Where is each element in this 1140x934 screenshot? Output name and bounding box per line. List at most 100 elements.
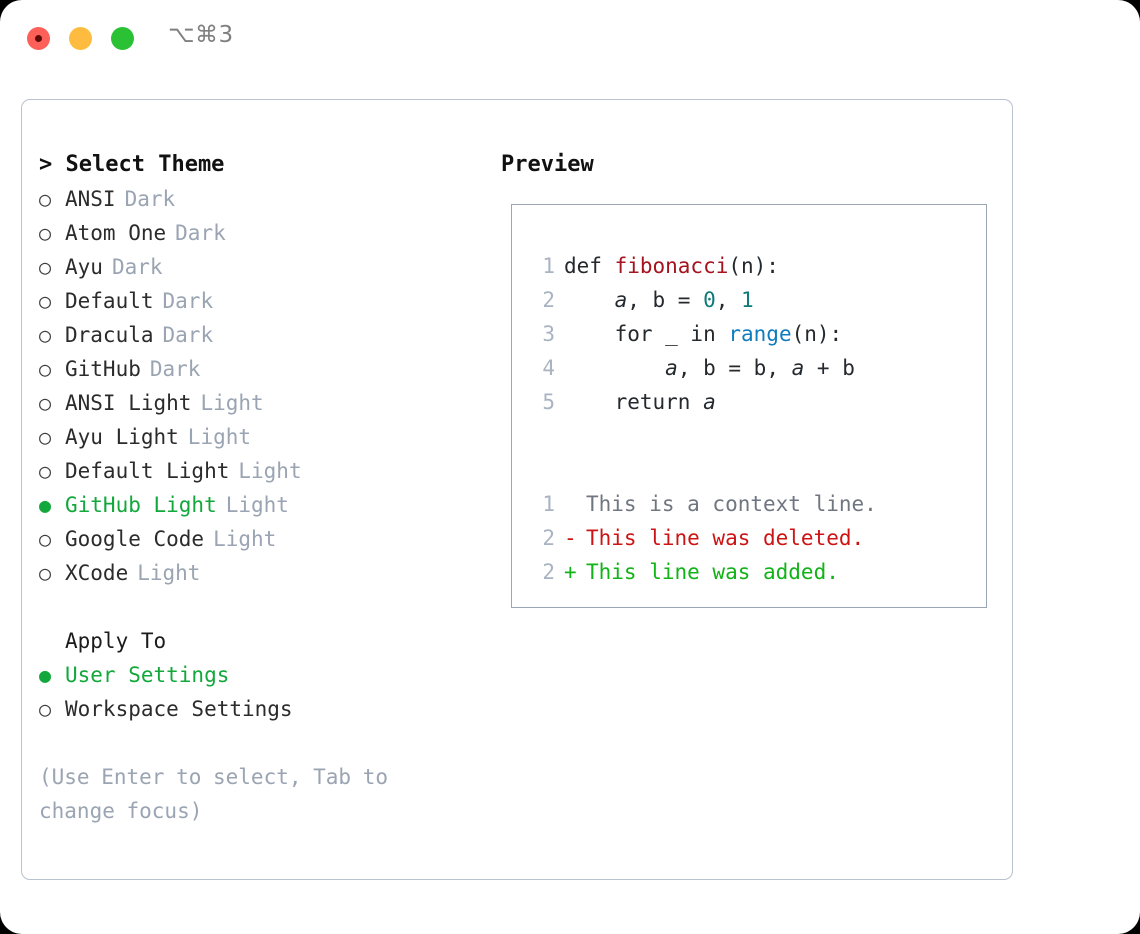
theme-option-ansi-light[interactable]: ○ ANSI Light Light — [39, 386, 479, 420]
code-preview: 1 def fibonacci(n): 2 a, b = 0, 1 3 for … — [512, 249, 986, 589]
theme-option-default-dark[interactable]: ○ Default Dark — [39, 284, 479, 318]
code-token: a — [703, 390, 716, 414]
theme-variant: Dark — [162, 289, 214, 313]
code-token: + b — [804, 356, 855, 380]
line-number: 5 — [542, 390, 555, 414]
line-number: 1 — [542, 254, 555, 278]
radio-icon: ○ — [39, 459, 52, 483]
theme-option-ayu-dark[interactable]: ○ Ayu Dark — [39, 250, 479, 284]
radio-icon: ○ — [39, 391, 52, 415]
theme-variant: Dark — [111, 255, 163, 279]
diff-marker — [564, 487, 586, 521]
theme-option-github-light[interactable]: ● GitHub Light Light — [39, 488, 479, 522]
code-token: , b = — [627, 288, 704, 312]
theme-variant: Dark — [162, 323, 214, 347]
diff-content: This line was deleted. — [586, 526, 865, 550]
theme-variant: Dark — [149, 357, 201, 381]
diff-line-deleted: 2 -This line was deleted. — [512, 521, 986, 555]
code-token: 1 — [741, 288, 754, 312]
theme-variant: Dark — [175, 221, 226, 245]
code-blank-line — [512, 419, 986, 453]
radio-icon: ○ — [39, 323, 52, 347]
theme-option-xcode[interactable]: ○ XCode Light — [39, 556, 479, 590]
code-token: range — [728, 322, 792, 346]
radio-icon: ○ — [39, 425, 52, 449]
code-token: a — [791, 356, 805, 380]
theme-selector-column: > Select Theme ○ ANSI Dark ○ Atom One Da… — [39, 148, 479, 828]
code-line: 4 a, b = b, a + b — [512, 351, 986, 385]
theme-variant: Light — [225, 493, 289, 517]
theme-name: Atom One — [65, 221, 167, 245]
theme-name: Ayu Light — [65, 425, 179, 449]
hint-spacer — [39, 726, 479, 760]
window-controls — [27, 27, 134, 50]
apply-to-label: User Settings — [65, 663, 230, 687]
theme-name: Default Light — [65, 459, 230, 483]
theme-name: Dracula — [65, 323, 154, 347]
keyboard-shortcut-label: ⌥⌘3 — [168, 22, 234, 48]
theme-name: Google Code — [65, 527, 205, 551]
theme-option-atom-one-dark[interactable]: ○ Atom One Dark — [39, 216, 479, 250]
theme-option-ansi-dark[interactable]: ○ ANSI Dark — [39, 182, 479, 216]
theme-variant: Light — [137, 561, 201, 585]
apply-to-option-user-settings[interactable]: ● User Settings — [39, 658, 479, 692]
code-token: , b = b, — [677, 356, 792, 380]
code-token: fibonacci — [614, 254, 729, 278]
radio-icon: ○ — [39, 357, 52, 381]
line-number: 2 — [542, 560, 555, 584]
code-token: def — [564, 254, 615, 278]
main-panel: > Select Theme ○ ANSI Dark ○ Atom One Da… — [21, 99, 1013, 880]
apply-to-label: Workspace Settings — [65, 697, 293, 721]
title-bar: ⌥⌘3 — [0, 0, 1140, 76]
theme-name: ANSI Light — [65, 391, 192, 415]
theme-variant: Dark — [124, 187, 176, 211]
apply-to-heading: Apply To — [65, 629, 167, 653]
theme-name: GitHub — [65, 357, 141, 381]
diff-marker: - — [564, 526, 577, 550]
radio-selected-icon: ● — [39, 493, 52, 517]
radio-icon: ○ — [39, 289, 52, 313]
theme-variant: Light — [200, 391, 264, 415]
theme-option-dracula-dark[interactable]: ○ Dracula Dark — [39, 318, 479, 352]
apply-to-option-workspace-settings[interactable]: ○ Workspace Settings — [39, 692, 479, 726]
code-text: a, b = 0, 1 — [564, 283, 754, 317]
theme-option-github-dark[interactable]: ○ GitHub Dark — [39, 352, 479, 386]
theme-name: Default — [65, 289, 154, 313]
code-line: 3 for _ in range(n): — [512, 317, 986, 351]
code-token: (n): — [791, 322, 843, 346]
code-token: (n): — [728, 254, 779, 278]
section-spacer — [39, 590, 479, 624]
radio-icon: ○ — [39, 255, 52, 279]
code-token: a — [665, 356, 678, 380]
theme-option-google-code[interactable]: ○ Google Code Light — [39, 522, 479, 556]
theme-variant: Light — [238, 459, 302, 483]
theme-variant: Light — [187, 425, 252, 449]
code-token: , — [715, 288, 742, 312]
code-text: a, b = b, a + b — [564, 351, 855, 385]
theme-option-default-light[interactable]: ○ Default Light Light — [39, 454, 479, 488]
theme-option-ayu-light[interactable]: ○ Ayu Light Light — [39, 420, 479, 454]
close-button[interactable] — [27, 27, 50, 50]
maximize-button[interactable] — [111, 27, 134, 50]
theme-variant: Light — [213, 527, 277, 551]
line-number: 3 — [542, 322, 555, 346]
keyboard-hint-text: (Use Enter to select, Tab to change focu… — [39, 765, 389, 823]
code-token: 0 — [703, 288, 716, 312]
code-text: for _ in range(n): — [564, 317, 843, 351]
diff-text: +This line was added. — [564, 555, 839, 589]
theme-name: GitHub Light — [65, 493, 217, 517]
theme-name: Ayu — [65, 255, 103, 279]
minimize-button[interactable] — [69, 27, 92, 50]
radio-icon: ○ — [39, 697, 52, 721]
close-icon — [35, 35, 42, 42]
code-token: a — [614, 288, 628, 312]
code-token: for _ in — [564, 322, 729, 346]
line-number: 4 — [542, 356, 555, 380]
code-blank-line — [512, 453, 986, 487]
diff-content: This is a context line. — [586, 492, 877, 516]
diff-line-added: 2 +This line was added. — [512, 555, 986, 589]
code-text: def fibonacci(n): — [564, 249, 779, 283]
diff-text: This is a context line. — [564, 487, 877, 521]
code-token — [564, 288, 615, 312]
